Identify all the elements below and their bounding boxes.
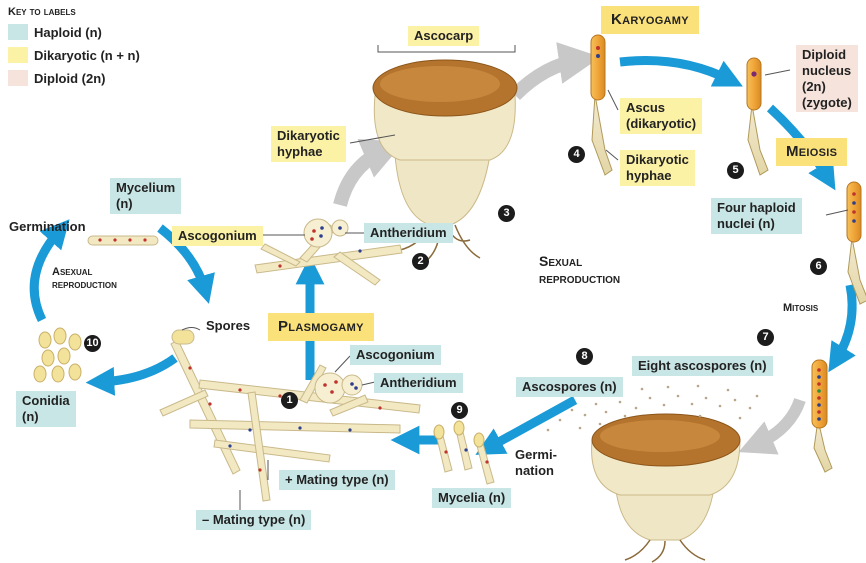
step-5-marker: 5	[727, 162, 744, 179]
legend: Key to labels Haploid (n) Dikaryotic (n …	[8, 6, 140, 93]
legend-item-dikaryotic: Dikaryotic (n + n)	[8, 47, 140, 63]
mycelia-germinating	[434, 421, 494, 484]
step-1-marker: 1	[281, 392, 298, 409]
gray-arrow-from-ascus	[755, 400, 800, 445]
mycelium-label: Mycelium (n)	[110, 178, 181, 214]
haploid-swatch	[8, 24, 28, 40]
diploid-swatch	[8, 70, 28, 86]
eight-ascospores-label: Eight ascospores (n)	[632, 356, 773, 376]
plus-mating-type-label: + Mating type (n)	[279, 470, 395, 490]
karyogamy-title: Karyogamy	[601, 6, 699, 34]
dikaryotic-swatch	[8, 47, 28, 63]
antheridium-bottom-label: Antheridium	[374, 373, 463, 393]
step-6-marker: 6	[810, 258, 827, 275]
sexual-reproduction-label: Sexual reproduction	[537, 253, 622, 287]
minus-mating-type-label: – Mating type (n)	[196, 510, 311, 530]
blue-arrow-mitosis	[836, 285, 852, 360]
germination-right-label: Germi- nation	[513, 447, 559, 479]
blue-arrow-ascospores	[488, 400, 575, 448]
meiosis-title: Meiosis	[776, 138, 847, 166]
step-10-marker: 10	[84, 335, 101, 352]
conidia-label: Conidia (n)	[16, 391, 76, 427]
legend-item-diploid: Diploid (2n)	[8, 70, 140, 86]
ascogonium-top-label: Ascogonium	[172, 226, 263, 246]
blue-arrow-karyogamy	[620, 60, 730, 80]
antheridium-top-label: Antheridium	[364, 223, 453, 243]
dikaryotic-hyphae-right-label: Dikaryotic hyphae	[620, 150, 695, 186]
diploid-nucleus-label: Diploid nucleus (2n) (zygote)	[796, 45, 858, 112]
plasmogamy-title: Plasmogamy	[268, 313, 374, 341]
ascocarp-label: Ascocarp	[408, 26, 479, 46]
step-2-marker: 2	[412, 253, 429, 270]
conidia-spores	[34, 328, 81, 382]
dikaryotic-hyphae-left-label: Dikaryotic hyphae	[271, 126, 346, 162]
legend-label: Haploid (n)	[34, 25, 102, 40]
legend-label: Dikaryotic (n + n)	[34, 48, 140, 63]
four-haploid-nuclei-label: Four haploid nuclei (n)	[711, 198, 802, 234]
blue-arrow-to-conidia	[100, 358, 175, 382]
spores-label: Spores	[204, 318, 252, 334]
asexual-reproduction-label: Asexual reproduction	[50, 266, 119, 293]
ascus-eight-ascospores	[812, 360, 832, 472]
ascogonium-bottom-label: Ascogonium	[350, 345, 441, 365]
mycelium-filament	[88, 236, 158, 245]
step-4-marker: 4	[568, 146, 585, 163]
step-7-marker: 7	[757, 329, 774, 346]
ascus-label: Ascus (dikaryotic)	[620, 98, 702, 134]
legend-item-haploid: Haploid (n)	[8, 24, 140, 40]
step-3-marker: 3	[498, 205, 515, 222]
mycelia-label: Mycelia (n)	[432, 488, 511, 508]
germination-left-label: Germination	[7, 219, 88, 235]
ascus-dikaryotic	[591, 35, 612, 175]
gray-arrow-to-ascus	[515, 60, 580, 95]
step-9-marker: 9	[451, 402, 468, 419]
legend-title: Key to labels	[8, 6, 140, 18]
ascus-zygote	[747, 58, 768, 175]
step-8-marker: 8	[576, 348, 593, 365]
mitosis-label: Mitosis	[781, 302, 820, 315]
legend-label: Diploid (2n)	[34, 71, 106, 86]
ascospores-label: Ascospores (n)	[516, 377, 623, 397]
gray-arrow-to-ascocarp	[340, 150, 385, 205]
ascocarp-bottom	[547, 385, 759, 562]
